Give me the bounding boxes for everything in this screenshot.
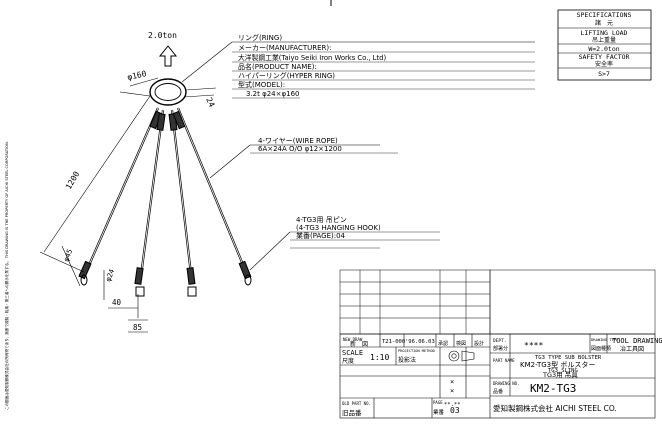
hook-note-3: 業番(PAGE):04	[296, 231, 346, 240]
hook-note-1: 4-TG3用 吊ピン	[296, 216, 347, 224]
length-dimension: 1200	[39, 91, 151, 273]
tb-t21: T21-000	[382, 339, 405, 345]
load-arrow: 2.0ton	[148, 31, 177, 67]
tb-part-3: TG3 SLING	[548, 368, 578, 374]
safety-label-jp: 安全率	[595, 60, 613, 68]
tb-page-jp: 業番	[433, 408, 445, 416]
tb-dept-jp: 部署分	[493, 345, 508, 352]
ring-note-5: ハイパーリング(HYPER RING)	[238, 71, 335, 80]
length-label: 1200	[64, 170, 82, 191]
pin-dia-label: φ24	[104, 268, 116, 283]
lift-value: W=2.0ton	[588, 45, 619, 53]
tb-page-value: 03	[450, 406, 460, 415]
tb-new-draw-label: NEW DRAW	[343, 337, 363, 342]
ring-thk-label: 24	[204, 96, 216, 109]
tb-drw-no-jp: 品番	[493, 388, 503, 395]
tb-x-mark-2: ×	[450, 387, 454, 395]
tb-part-4: TG3用 吊具	[542, 371, 578, 379]
hook-note-2: (4-TG3 HANGING HOOK)	[296, 224, 381, 232]
hook-dimensions: φ45 φ24 40 85	[61, 245, 148, 333]
hook-note: 4-TG3用 吊ピン (4-TG3 HANGING HOOK) 業番(PAGE)…	[296, 216, 381, 240]
wire-ropes	[84, 107, 248, 284]
tb-part-1: TG3 TYPE SUB BOLSTER	[535, 355, 602, 361]
tb-scale-jp: 尺度	[342, 357, 354, 365]
spec-title: SPECIFICATIONS	[577, 11, 632, 19]
wire-leader	[209, 144, 251, 179]
side-note: この図面は愛知製鋼株式会社の所有物であり、無断で複製・転用・第三者への開示を禁ず…	[4, 141, 9, 410]
tb-part-2: KM2-TG3型 ボルスター	[520, 360, 595, 369]
safety-value: S>7	[598, 70, 610, 78]
ring-note-3: 大洋製鋼工業(Taiyo Seiki Iron Works Co., Ltd)	[238, 53, 386, 62]
spec-title-jp: 諸 元	[595, 19, 613, 27]
wire-note: 4-ワイヤー(WIRE ROPE) 6A×24A O/O φ12×1200	[258, 137, 342, 153]
safety-label: SAFETY FACTOR	[579, 53, 630, 61]
hook-dia-label: φ45	[62, 248, 74, 263]
tb-scale-value: 1:10	[370, 353, 389, 362]
ring-note-4: 品名(PRODUCT NAME):	[238, 62, 317, 71]
tb-date: '96.06.03	[405, 339, 435, 345]
ring	[149, 78, 187, 106]
tb-tool-drawing: TOOL DRAWING	[612, 337, 662, 345]
lift-label-jp: 吊上重量	[592, 36, 616, 44]
ring-note-2: メーカー(MANUFACTURER):	[238, 44, 332, 52]
tb-checked: 検図	[456, 340, 466, 347]
tb-dots: **.**	[444, 402, 461, 408]
tb-stars: ****	[524, 341, 543, 350]
tb-tool-drawing-jp: 冶工具図	[620, 345, 644, 353]
ring-note-6: 型式(MODEL):	[238, 80, 285, 89]
title-block-text: NEW DRAW 新 図 T21-000 '96.06.03 承認 検図 設計 …	[342, 337, 662, 417]
tb-new-draw: 新 図	[350, 340, 368, 348]
ring-note-1: リング(RING)	[238, 33, 282, 42]
tb-designed: 設計	[474, 340, 484, 347]
tb-drawing-type-label: DRAWING TYPE	[591, 337, 619, 342]
ring-dimensions: φ160 24	[127, 69, 217, 109]
title-block	[339, 333, 656, 419]
tb-page-label: PAGE	[433, 400, 443, 405]
spec-table: SPECIFICATIONS 諸 元 LIFTING LOAD 吊上重量 W=2…	[557, 9, 652, 81]
tb-approved: 承認	[438, 340, 448, 347]
tb-drw-no: KM2-TG3	[530, 382, 576, 395]
ring-note-7: 3.2t φ24×φ160	[246, 90, 299, 98]
tb-scale-label: SCALE	[342, 349, 363, 357]
tb-company: 愛知製鋼株式会社 AICHI STEEL CO.	[493, 403, 617, 413]
lift-label: LIFTING LOAD	[581, 29, 628, 37]
revision-grid	[339, 269, 656, 335]
wire-note-1: 4-ワイヤー(WIRE ROPE)	[258, 137, 338, 145]
tb-part-label: PART NAME	[493, 358, 515, 363]
hooks	[78, 260, 252, 297]
tb-drw-no-label: DRAWING NO.	[493, 381, 520, 386]
ring-leader	[181, 41, 233, 83]
tb-projection-label: PROJECTION METHOD	[398, 349, 435, 353]
wire-note-2: 6A×24A O/O φ12×1200	[258, 145, 342, 153]
ring-note: リング(RING) メーカー(MANUFACTURER): 大洋製鋼工業(Tai…	[238, 33, 386, 98]
tb-old-part: OLD PART NO.	[342, 401, 371, 406]
load-label: 2.0ton	[148, 31, 177, 40]
hook-leader	[249, 231, 291, 271]
tb-x-mark: ×	[450, 378, 454, 386]
tb-old-label: 旧品番	[342, 409, 362, 417]
tb-drawing-type-jp: 図面種類	[591, 345, 611, 352]
tb-projection-jp: 投影法	[398, 356, 416, 364]
d85-label: 85	[133, 323, 142, 332]
d40-label: 40	[112, 298, 122, 307]
ring-dia-label: φ160	[127, 69, 148, 82]
tb-dept-label: DEPT.	[493, 338, 507, 344]
